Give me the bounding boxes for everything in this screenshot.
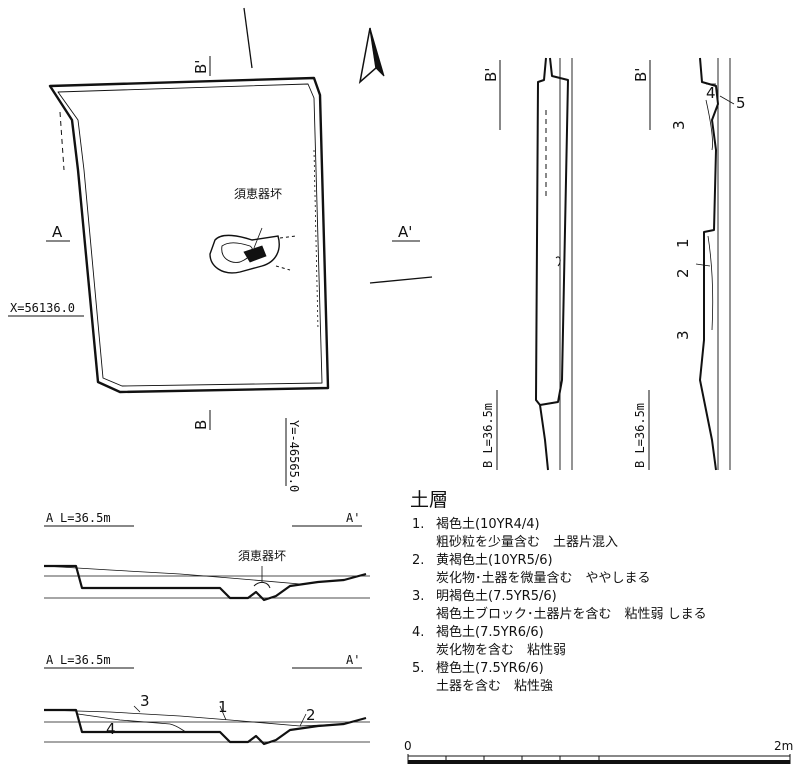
plan-label-a-prime: A' [398, 223, 412, 241]
section-bb-left-level: B L=36.5m [481, 403, 495, 468]
section-aa-upper-label-a-prime: A' [346, 511, 360, 525]
scale-start-label: 0 [404, 739, 412, 753]
legend-name: 明褐色土(7.5YR5/6) [436, 589, 557, 604]
section-line-aa [369, 276, 433, 284]
section-bb-left: B' B L=36.5m [481, 57, 573, 471]
plan-label-b: B [192, 420, 210, 430]
legend-item: 2. 黄褐色土(10YR5/6) 炭化物･土器を微量含む ややしまる [410, 552, 795, 588]
legend-desc: 炭化物･土器を微量含む ややしまる [436, 571, 651, 586]
section-aa-upper-level: L=36.5m [60, 511, 111, 525]
soil-layer-legend: 土層 1. 褐色土(10YR4/4) 粗砂粒を少量含む 土器片混入 2. 黄褐色土(… [410, 485, 795, 696]
legend-desc: 土器を含む 粘性強 [436, 679, 554, 694]
legend-num: 5. [412, 661, 425, 676]
north-arrow-icon [358, 27, 385, 84]
section-bb-right-layer-5: 5 [736, 94, 746, 112]
section-aa-lower-label-a: A [46, 653, 54, 667]
section-bb-right-layer-3-lower: 3 [674, 330, 692, 340]
pottery-feature [209, 227, 297, 274]
legend-desc: 粗砂粒を少量含む 土器片混入 [436, 535, 619, 550]
legend-desc: 炭化物を含む 粘性弱 [436, 643, 567, 658]
section-aa-lower: A L=36.5m A' 3 4 1 2 [43, 653, 370, 746]
section-bb-right-layer-2: 2 [674, 268, 692, 278]
legend-name: 橙色土(7.5YR6/6) [436, 661, 544, 676]
plan-x-coordinate: X=56136.0 [10, 301, 75, 315]
legend-item: 5. 橙色土(7.5YR6/6) 土器を含む 粘性強 [410, 660, 795, 696]
legend-num: 1. [412, 517, 425, 532]
section-bb-right-level: B L=36.5m [633, 403, 647, 468]
legend-num: 4. [412, 625, 425, 640]
legend-name: 褐色土(7.5YR6/6) [436, 625, 544, 640]
legend-name: 褐色土(10YR4/4) [436, 517, 540, 532]
section-bb-right-layer-3-upper: 3 [670, 120, 688, 130]
section-bb-left-b-prime: B' [482, 68, 500, 82]
section-aa-lower-layer-4: 4 [106, 720, 116, 738]
section-aa-lower-level: L=36.5m [60, 653, 111, 667]
section-bb-right-layer-1: 1 [674, 238, 692, 248]
section-aa-lower-layer-2: 2 [306, 706, 316, 724]
section-aa-upper-artifact: 須恵器坏 [238, 549, 286, 563]
legend-item: 3. 明褐色土(7.5YR5/6) 褐色土ブロック･土器片を含む 粘性弱 しまる [410, 588, 795, 624]
pit-outline-outer [48, 76, 330, 394]
section-aa-upper-label-a: A [46, 511, 54, 525]
plan-y-coordinate: Y=-46565.0 [287, 420, 301, 492]
legend-desc: 褐色土ブロック･土器片を含む 粘性弱 しまる [436, 607, 707, 622]
legend-num: 3. [412, 589, 425, 604]
section-line-bb [243, 7, 253, 69]
section-bb-right-layer-4: 4 [706, 84, 716, 102]
legend-name: 黄褐色土(10YR5/6) [436, 553, 553, 568]
plan-artifact-label: 須恵器坏 [234, 187, 282, 201]
legend-title: 土層 [410, 489, 449, 511]
section-aa-upper: A L=36.5m A' 須恵器坏 [43, 511, 370, 602]
pit-outline-inner [57, 83, 323, 387]
plan-label-b-prime: B' [192, 60, 210, 74]
section-aa-lower-layer-1: 1 [218, 698, 228, 716]
section-aa-lower-label-a-prime: A' [346, 653, 360, 667]
legend-item: 4. 褐色土(7.5YR6/6) 炭化物を含む 粘性弱 [410, 624, 795, 660]
section-bb-right: B' B L=36.5m 4 5 3 1 2 3 [632, 57, 746, 471]
legend-item: 1. 褐色土(10YR4/4) 粗砂粒を少量含む 土器片混入 [410, 516, 795, 552]
section-aa-lower-layer-3: 3 [140, 692, 150, 710]
scale-bar: 0 2m [404, 739, 793, 764]
plan-label-a: A [52, 223, 63, 241]
scale-end-label: 2m [774, 739, 793, 753]
legend-num: 2. [412, 553, 425, 568]
plan-view: B' A A' B X=56136.0 Y=-46565.0 須恵器坏 [8, 7, 433, 492]
section-bb-right-b-prime: B' [632, 68, 650, 82]
